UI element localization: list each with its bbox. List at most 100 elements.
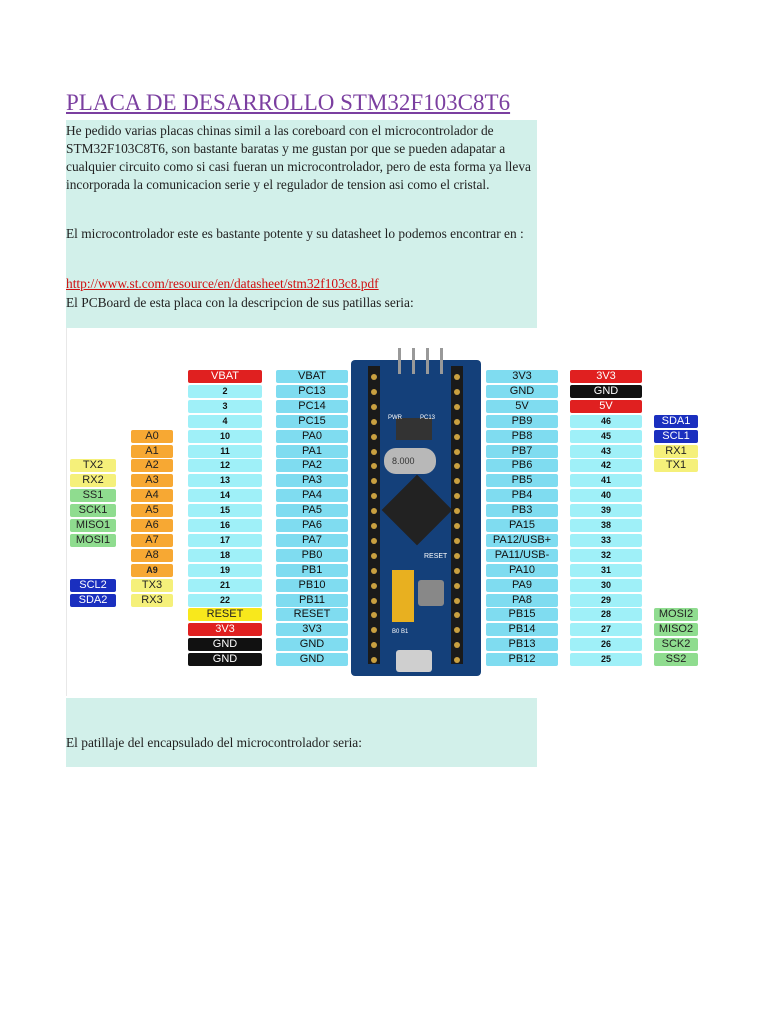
left-pin-alt2: TX2	[70, 459, 116, 472]
left-pin-alt: A1	[131, 445, 173, 458]
left-pin-name: PA7	[276, 534, 348, 547]
pcboard-paragraph: El PCBoard de esta placa con la descripc…	[66, 295, 414, 310]
left-pin-name: PB1	[276, 564, 348, 577]
right-pin-number: 5V	[570, 400, 642, 413]
left-pin-name: PB10	[276, 579, 348, 592]
right-pin-name: PA8	[486, 594, 558, 607]
header-pin	[371, 657, 377, 663]
left-pin-alt: A5	[131, 504, 173, 517]
left-pin-alt2: SS1	[70, 489, 116, 502]
left-pin-alt2: RX2	[70, 474, 116, 487]
left-pin-name: PA5	[276, 504, 348, 517]
left-pin-name: GND	[276, 638, 348, 651]
right-pin-name: PB9	[486, 415, 558, 428]
right-pin-alt: SS2	[654, 653, 698, 666]
header-pin	[454, 389, 460, 395]
datasheet-paragraph: El microcontrolador este es bastante pot…	[66, 226, 524, 241]
right-pin-number: 25	[570, 653, 642, 666]
header-pin	[454, 419, 460, 425]
left-pin-alt: A3	[131, 474, 173, 487]
right-pin-name: PA15	[486, 519, 558, 532]
left-pin-alt: TX3	[131, 579, 173, 592]
header-pin	[371, 642, 377, 648]
left-pin-name: PC13	[276, 385, 348, 398]
left-pin-number: 12	[188, 459, 262, 472]
right-pin-number: 43	[570, 445, 642, 458]
left-pin-name: PA1	[276, 445, 348, 458]
left-pin-alt2: SCK1	[70, 504, 116, 517]
left-pin-name: 3V3	[276, 623, 348, 636]
swd-pin	[412, 348, 415, 374]
left-pin-number: 3	[188, 400, 262, 413]
left-pin-number: 10	[188, 430, 262, 443]
left-pin-alt: A2	[131, 459, 173, 472]
right-pin-number: 26	[570, 638, 642, 651]
header-pin	[371, 553, 377, 559]
header-pin	[454, 493, 460, 499]
right-pin-alt: RX1	[654, 445, 698, 458]
header-pin	[454, 374, 460, 380]
header-pin	[454, 538, 460, 544]
left-pin-name: GND	[276, 653, 348, 666]
right-pin-name: PB13	[486, 638, 558, 651]
header-pin	[454, 642, 460, 648]
right-pin-number: GND	[570, 385, 642, 398]
header-pin	[454, 553, 460, 559]
header-pin	[371, 449, 377, 455]
right-pin-number: 38	[570, 519, 642, 532]
left-pin-name: RESET	[276, 608, 348, 621]
header-pin	[371, 434, 377, 440]
right-pin-number: 33	[570, 534, 642, 547]
right-pin-name: PA10	[486, 564, 558, 577]
right-pin-number: 27	[570, 623, 642, 636]
left-pin-name: PA2	[276, 459, 348, 472]
right-pin-alt: SCK2	[654, 638, 698, 651]
left-pin-alt: A6	[131, 519, 173, 532]
reset-button	[418, 580, 444, 606]
right-pin-alt: MISO2	[654, 623, 698, 636]
header-pin	[454, 478, 460, 484]
left-pin-alt2: SCL2	[70, 579, 116, 592]
boot-jumpers	[392, 570, 414, 622]
intro-paragraph: He pedido varias placas chinas simil a l…	[66, 123, 531, 192]
left-pin-alt: A8	[131, 549, 173, 562]
header-pin	[371, 404, 377, 410]
header-pin	[454, 449, 460, 455]
header-pin	[371, 374, 377, 380]
left-pin-number: 13	[188, 474, 262, 487]
header-pin	[454, 434, 460, 440]
header-pin	[371, 598, 377, 604]
left-pin-name: PA6	[276, 519, 348, 532]
header-pin	[371, 568, 377, 574]
board-reset-label: RESET	[424, 553, 448, 560]
left-pin-number: 16	[188, 519, 262, 532]
crystal-oscillator	[384, 448, 436, 474]
right-pin-number: 41	[570, 474, 642, 487]
left-pin-number: 11	[188, 445, 262, 458]
right-pin-alt: MOSI2	[654, 608, 698, 621]
right-pin-name: PB14	[486, 623, 558, 636]
left-pin-alt: A0	[131, 430, 173, 443]
header-pin	[371, 419, 377, 425]
left-pin-name: PB11	[276, 594, 348, 607]
right-pin-name: PB12	[486, 653, 558, 666]
right-pin-name: PB7	[486, 445, 558, 458]
right-pin-alt: SDA1	[654, 415, 698, 428]
left-pin-number: RESET	[188, 608, 262, 621]
right-pin-number: 3V3	[570, 370, 642, 383]
right-pin-name: PB15	[486, 608, 558, 621]
right-pin-name: PA9	[486, 579, 558, 592]
right-pin-name: PA11/USB-	[486, 549, 558, 562]
voltage-regulator	[396, 418, 432, 440]
header-pin	[454, 583, 460, 589]
left-pin-name: PC14	[276, 400, 348, 413]
bottom-background	[66, 698, 537, 767]
board-boot-label: B0 B1	[392, 629, 409, 635]
page-title: PLACA DE DESARROLLO STM32F103C8T6	[66, 90, 511, 115]
datasheet-link[interactable]: http://www.st.com/resource/en/datasheet/…	[66, 276, 379, 291]
left-pin-number: 4	[188, 415, 262, 428]
left-pin-alt: A7	[131, 534, 173, 547]
left-pin-alt: A9	[131, 564, 173, 577]
right-pin-alt: SCL1	[654, 430, 698, 443]
header-pin	[371, 538, 377, 544]
